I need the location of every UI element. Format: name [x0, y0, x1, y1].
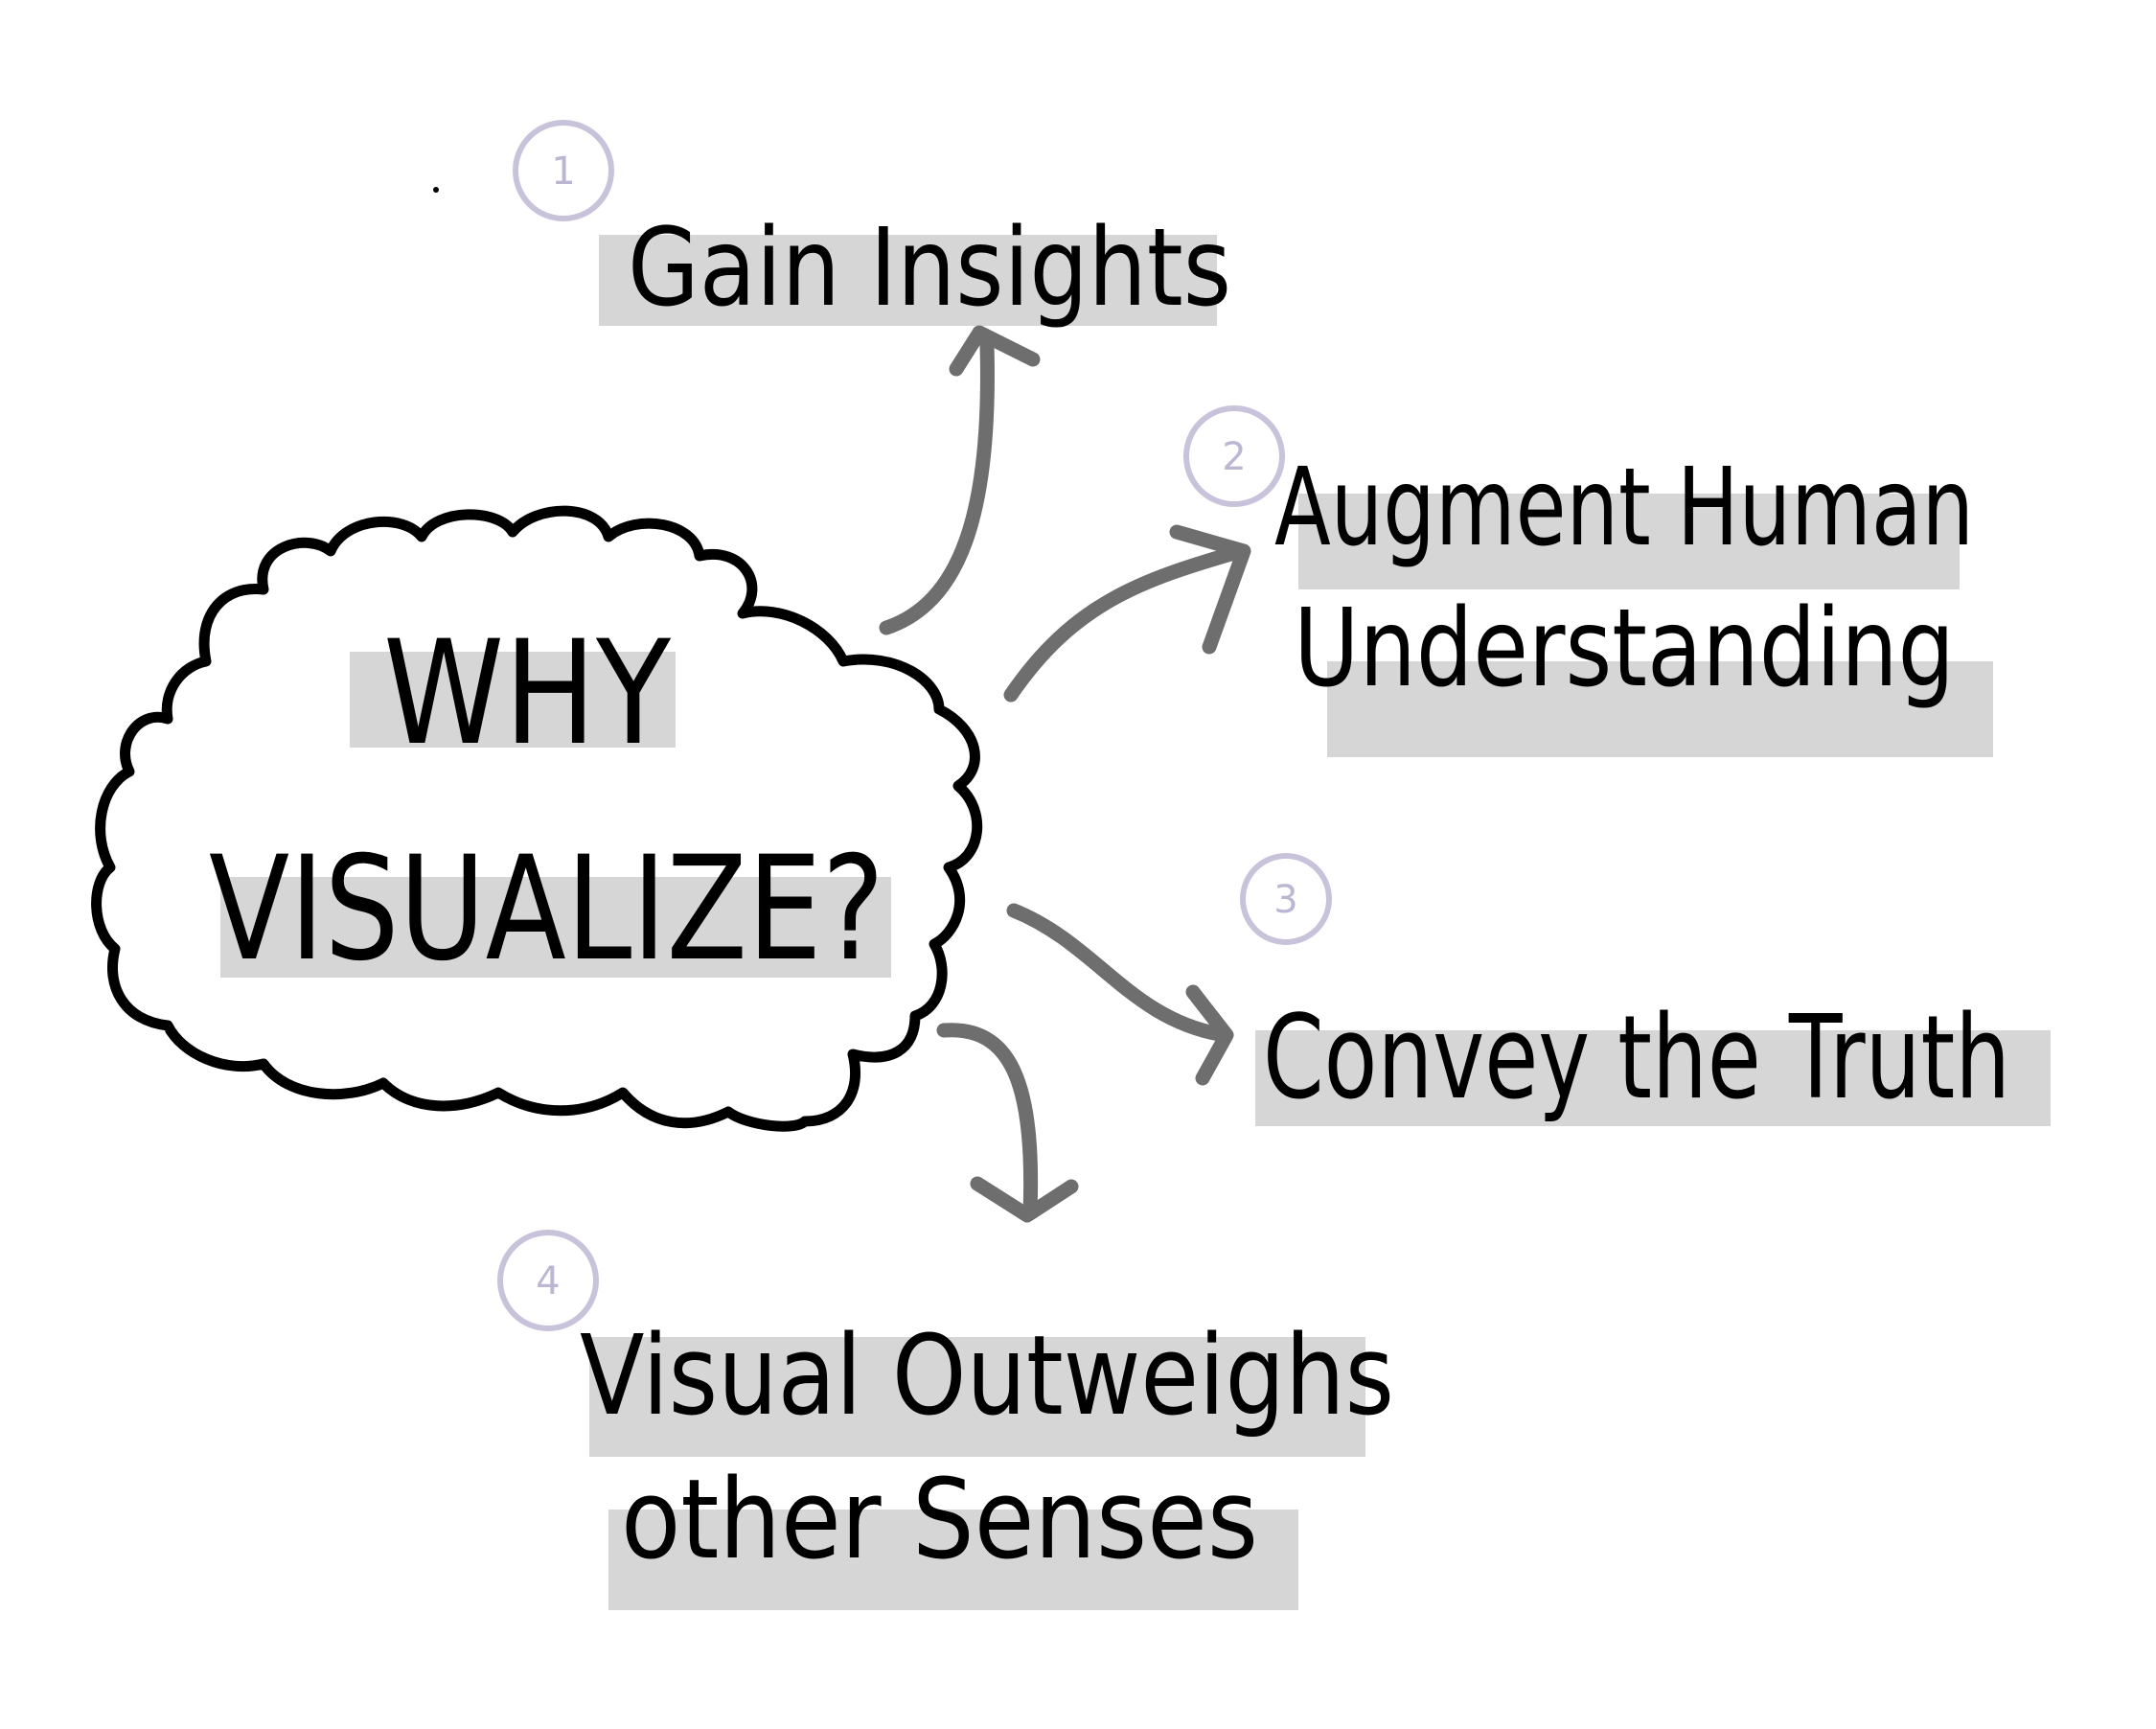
badge-2: 2 — [1183, 405, 1285, 507]
branch-4-label-line2: other Senses — [621, 1456, 1258, 1584]
highlight-why — [350, 652, 676, 748]
branch-2-label-line1: Augment Human — [1274, 446, 1974, 570]
highlight-augment-human — [1298, 494, 1960, 589]
badge-3: 3 — [1240, 853, 1332, 945]
highlight-gain-insights — [599, 235, 1217, 326]
badge-3-number: 3 — [1273, 878, 1297, 922]
badge-4-number: 4 — [536, 1259, 560, 1303]
arrows — [879, 325, 1251, 1223]
badge-2-number: 2 — [1222, 435, 1246, 479]
ink-dot — [433, 187, 439, 193]
branch-3-label: Convey the Truth — [1263, 992, 2010, 1125]
arrow-to-convey-truth — [1006, 903, 1232, 1043]
arrowhead-augment-understanding — [1169, 524, 1251, 655]
highlight-understanding — [1327, 661, 1993, 757]
arrow-to-visual-outweighs — [936, 1023, 1039, 1220]
arrowhead-visual-outweighs — [970, 1176, 1079, 1223]
center-title-line1: WHY — [383, 611, 671, 777]
highlight-visual-outweighs — [589, 1337, 1365, 1457]
arrowhead-gain-insights — [949, 325, 1041, 377]
badge-1-number: 1 — [551, 150, 575, 194]
arrow-to-gain-insights — [879, 337, 995, 635]
arrowhead-convey-truth — [1185, 984, 1234, 1086]
branch-4-label-line1: Visual Outweighs — [580, 1312, 1394, 1441]
badge-3-circle — [1240, 853, 1332, 945]
branch-2-label-line2: Understanding — [1294, 587, 1955, 711]
badge-1-circle — [513, 120, 614, 221]
highlighter-strokes — [220, 235, 2051, 1610]
branch-1-label: Gain Insights — [628, 206, 1231, 331]
highlight-convey-the-truth — [1255, 1030, 2051, 1126]
badge-2-circle — [1183, 405, 1285, 507]
highlight-other-senses — [608, 1510, 1298, 1610]
thought-cloud-outline — [91, 505, 983, 1132]
badge-1: 1 — [513, 120, 614, 221]
badge-4-circle — [497, 1230, 599, 1331]
center-title-line2: VISUALIZE? — [209, 826, 884, 993]
arrow-to-augment-understanding — [1003, 543, 1249, 703]
highlight-visualize — [220, 877, 891, 978]
badge-4: 4 — [497, 1230, 599, 1331]
